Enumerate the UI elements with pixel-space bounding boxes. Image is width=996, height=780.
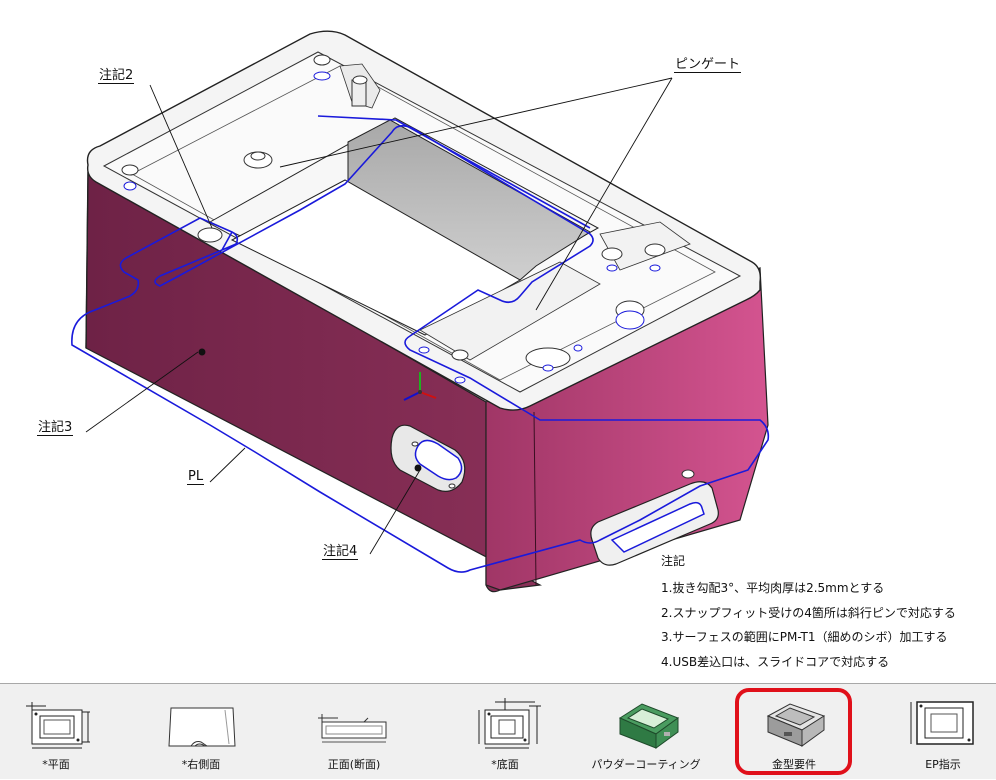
parting-line [71, 124, 770, 573]
tab-right-side[interactable]: *右側面 [141, 684, 261, 780]
sheet-thumbnail-icon [26, 702, 90, 749]
cad-model [71, 30, 770, 593]
tab-plan[interactable]: *平面 [0, 684, 116, 780]
green-housing-icon [618, 703, 680, 749]
tab-label: *右側面 [181, 758, 221, 771]
tab-ep-instruction[interactable]: EP指示 [883, 684, 996, 780]
sheet-thumbnail-icon [910, 701, 974, 745]
usb-port [390, 424, 466, 492]
tab-mold-requirements[interactable]: 金型要件 [734, 684, 854, 780]
note-line: 3.サーフェスの範囲にPM-T1（細めのシボ）加工する [661, 630, 948, 644]
snap-fit-tab [590, 469, 719, 566]
tab-label: 金型要件 [772, 758, 816, 771]
tab-label: *底面 [491, 758, 519, 771]
tab-bottom[interactable]: *底面 [445, 684, 565, 780]
callout-leaders [85, 77, 673, 555]
note-line: 4.USB差込口は、スライドコアで対応する [661, 654, 890, 669]
mounting-bosses [121, 54, 666, 384]
callout-pl: PL [187, 469, 205, 485]
notes-title: 注記 [661, 554, 686, 568]
housing-cavity [208, 63, 691, 361]
axis-triad [403, 372, 437, 401]
tab-label: EP指示 [925, 758, 961, 771]
tab-label: 正面(断面) [327, 758, 381, 771]
cad-viewport[interactable]: 注記2 ピンゲート 注記3 PL 注記4 注記 1.抜き勾配3°、平均肉厚は2.… [0, 0, 996, 683]
tab-powder-coating[interactable]: パウダーコーティング [586, 684, 706, 780]
callout-note3: 注記3 [37, 420, 74, 436]
design-notes: 注記 1.抜き勾配3°、平均肉厚は2.5mmとする 2.スナップフィット受けの4… [661, 552, 956, 676]
note-line: 2.スナップフィット受けの4箇所は斜行ピンで対応する [661, 605, 956, 620]
callout-note4: 注記4 [322, 544, 359, 560]
note-line: 1.抜き勾配3°、平均肉厚は2.5mmとする [661, 581, 885, 595]
sheet-thumbnail-icon [168, 707, 236, 747]
tab-label: パウダーコーティング [591, 758, 701, 771]
gray-housing-icon [766, 703, 826, 747]
callout-note2: 注記2 [98, 68, 135, 84]
sheet-thumbnail-icon [318, 714, 387, 743]
tab-label: *平面 [42, 758, 70, 771]
sheet-thumbnail-icon [478, 698, 541, 749]
callout-pin-gate: ピンゲート [674, 57, 742, 73]
sheet-tab-bar: *平面 *右側面 正面(断面) [0, 683, 996, 779]
tab-front-section[interactable]: 正面(断面) [294, 684, 414, 780]
